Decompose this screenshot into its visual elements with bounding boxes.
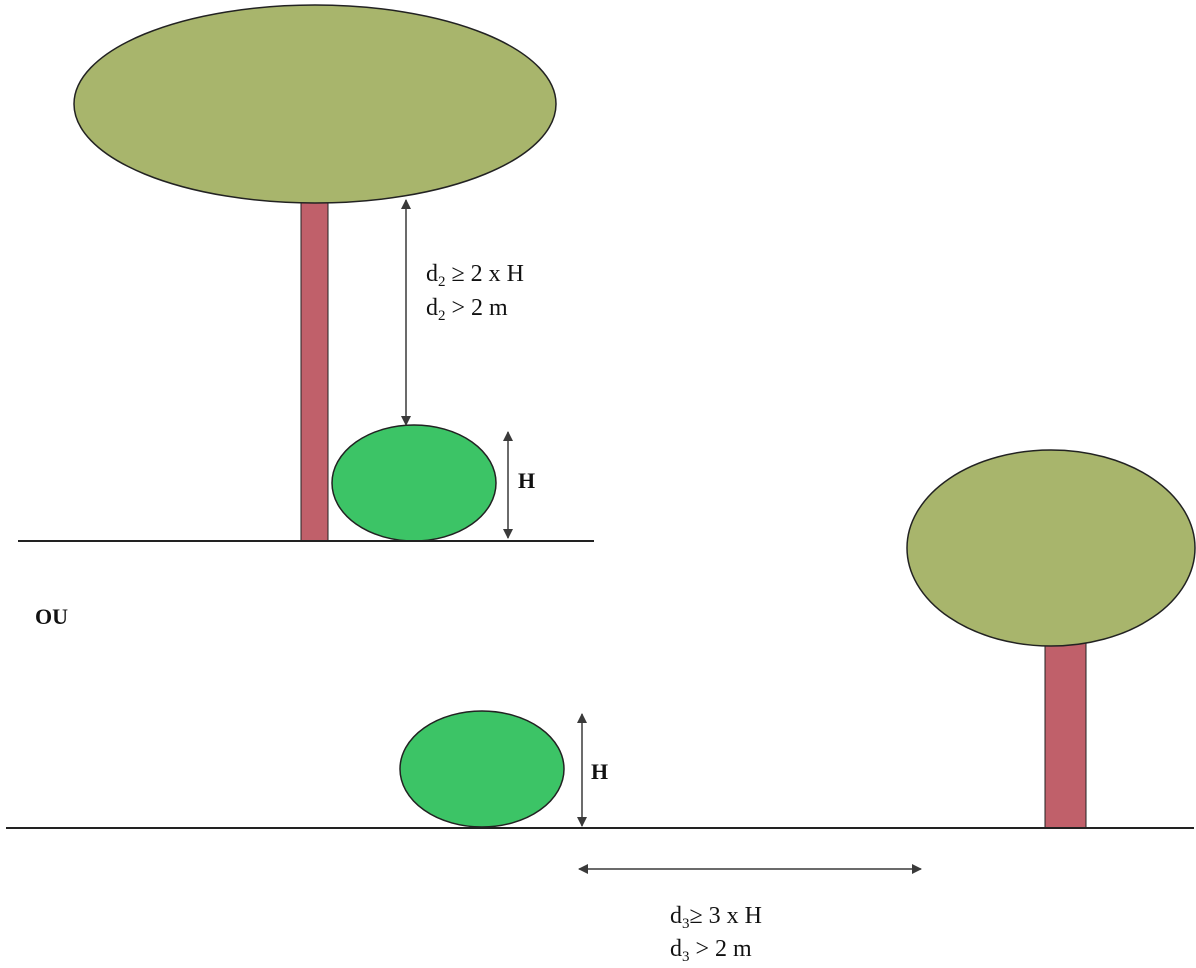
top-tree-trunk (300, 189, 329, 542)
bottom-tree-trunk (1044, 634, 1087, 829)
bottom-d3-rule-ratio: d3≥ 3 x H (670, 903, 763, 932)
bottom-h-label: H (591, 759, 609, 784)
top-h-label: H (518, 468, 536, 493)
bottom-shrub (399, 710, 565, 828)
bottom-tree-canopy (906, 449, 1196, 647)
or-label: OU (35, 604, 68, 629)
bottom-d3-rule-minimum: d3 > 2 m (670, 936, 752, 965)
top-d2-rule-minimum: d2 > 2 m (426, 295, 508, 324)
top-shrub (331, 424, 497, 542)
top-d2-rule-ratio: d2 ≥ 2 x H (426, 261, 525, 290)
top-tree-canopy (73, 4, 557, 204)
